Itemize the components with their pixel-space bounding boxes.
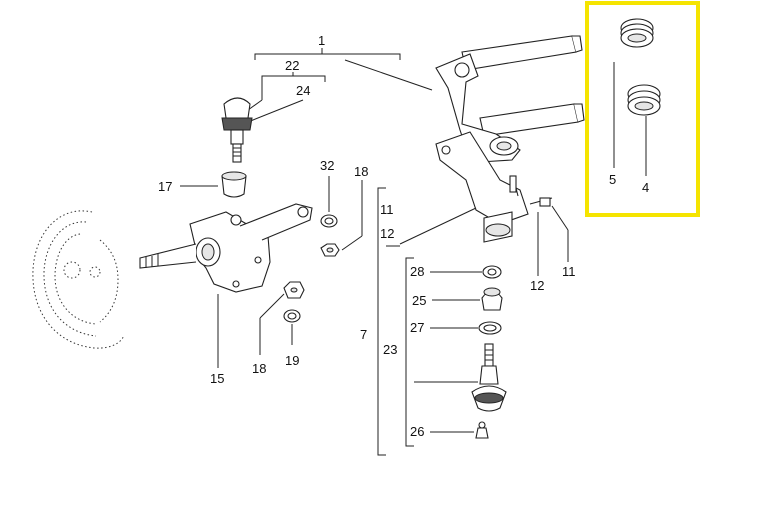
label-5: 5 bbox=[609, 172, 616, 187]
leader-11a-12a bbox=[399, 207, 477, 245]
control-arm-assembly bbox=[435, 35, 585, 243]
leader-1 bbox=[344, 59, 433, 91]
seal-25 bbox=[481, 287, 503, 311]
steering-knuckle bbox=[139, 203, 313, 293]
bracket-22 bbox=[261, 72, 326, 82]
label-23: 23 bbox=[383, 342, 397, 357]
label-1: 1 bbox=[318, 33, 325, 48]
label-17: 17 bbox=[158, 179, 172, 194]
nut-18-lower bbox=[283, 281, 305, 299]
leader-24 bbox=[247, 99, 304, 123]
lower-ball-joint bbox=[471, 343, 507, 412]
label-4: 4 bbox=[642, 180, 649, 195]
bracket-1 bbox=[254, 48, 401, 60]
label-27: 27 bbox=[410, 320, 424, 335]
label-7: 7 bbox=[360, 327, 367, 342]
spring-5 bbox=[620, 18, 654, 48]
label-32: 32 bbox=[320, 158, 334, 173]
label-18-upper: 18 bbox=[354, 164, 368, 179]
washer-32 bbox=[320, 214, 338, 228]
label-28: 28 bbox=[410, 264, 424, 279]
label-26: 26 bbox=[410, 424, 424, 439]
grease-nipple-26 bbox=[475, 421, 489, 439]
label-25: 25 bbox=[412, 293, 426, 308]
circlip-27 bbox=[478, 321, 502, 335]
label-12-right: 12 bbox=[530, 278, 544, 293]
label-11-right: 11 bbox=[562, 264, 576, 279]
nut-18-upper bbox=[320, 243, 340, 257]
washer-19 bbox=[283, 309, 301, 323]
label-12-left: 12 bbox=[380, 226, 394, 241]
bracket-7 bbox=[377, 187, 386, 456]
label-15: 15 bbox=[210, 371, 224, 386]
spring-4 bbox=[627, 84, 661, 116]
ball-joint bbox=[221, 97, 253, 163]
label-18-lower: 18 bbox=[252, 361, 266, 376]
backing-plate-outline bbox=[32, 210, 125, 349]
highlight-box bbox=[585, 1, 700, 217]
label-19: 19 bbox=[285, 353, 299, 368]
label-22: 22 bbox=[285, 58, 299, 73]
label-11-left: 11 bbox=[380, 202, 394, 217]
bushing-17 bbox=[221, 171, 247, 198]
bracket-23 bbox=[405, 257, 414, 447]
washer-28 bbox=[482, 265, 502, 279]
label-24: 24 bbox=[296, 83, 310, 98]
